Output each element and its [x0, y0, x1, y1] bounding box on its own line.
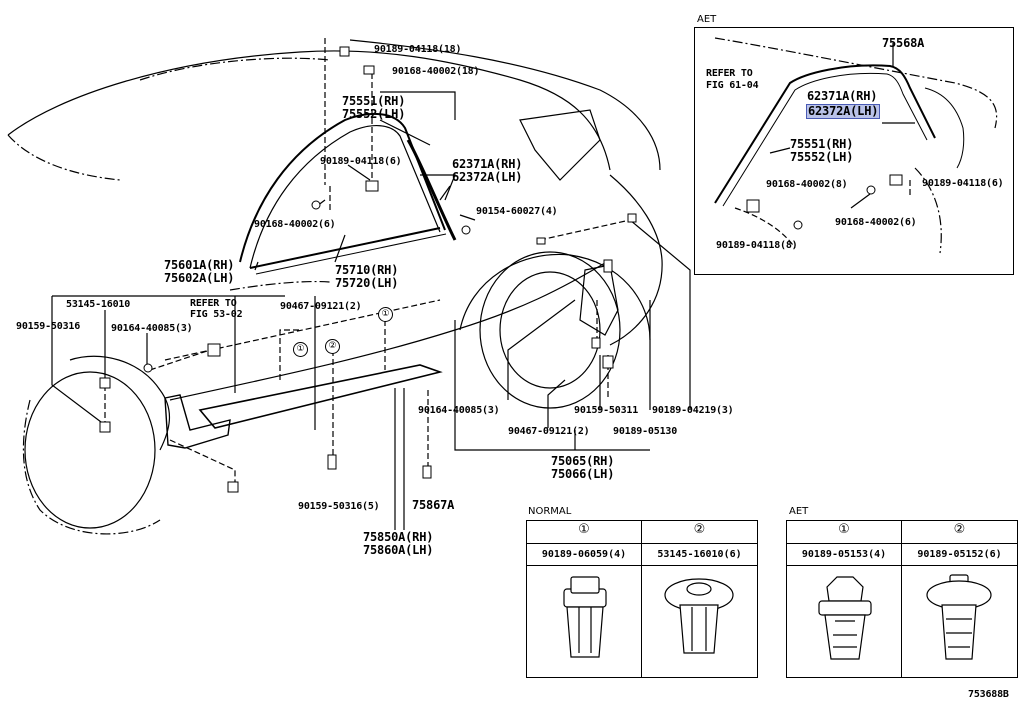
part-90154-60027-4: 90154-60027(4)	[476, 206, 558, 217]
part-90159-50316-5: 90159-50316(5)	[298, 501, 380, 512]
normal-col-1-number: ①	[578, 522, 590, 537]
part-75850a-rh: 75850A(RH)	[363, 530, 434, 544]
clip-icon	[926, 574, 992, 660]
clip-icon	[818, 576, 872, 660]
part-75065-rh: 75065(RH)	[551, 454, 615, 468]
normal-col-2-part: 53145-16010(6)	[657, 549, 742, 560]
aet-part-90189-04118-6: 90189-04118(6)	[922, 178, 1004, 189]
part-62372a-lh: 62372A(LH)	[452, 170, 523, 184]
callout-1-left: ①	[293, 342, 308, 357]
part-90467-09121-2-top: 90467-09121(2)	[280, 301, 362, 312]
part-75860a-lh: 75860A(LH)	[363, 543, 434, 557]
normal-fastener-table: ① 90189-06059(4) ② 53145-16010(6)	[526, 520, 758, 678]
part-90164-40085-3-right: 90164-40085(3)	[418, 405, 500, 416]
aet-part-90168-40002-6: 90168-40002(6)	[835, 217, 917, 228]
aet-part-62371a-rh: 62371A(RH)	[807, 89, 878, 103]
aet-col-2-number: ②	[953, 522, 966, 537]
aet-part-62372a-lh-highlighted[interactable]: 62372A(LH)	[806, 104, 881, 119]
part-90168-40002-6: 90168-40002(6)	[254, 219, 336, 230]
part-90189-04118-6: 90189-04118(6)	[320, 156, 402, 167]
aet-part-75568a: 75568A	[882, 36, 925, 50]
aet-inset-drawing	[714, 37, 998, 254]
aet-fastener-table: ① 90189-05153(4) ② 90189-05152(6)	[786, 520, 1018, 678]
aet-col-1-number: ①	[838, 522, 850, 537]
part-90164-40085-3-left: 90164-40085(3)	[111, 323, 193, 334]
aet-part-75552-lh: 75552(LH)	[790, 150, 854, 164]
part-90168-40002-18: 90168-40002(18)	[392, 66, 480, 77]
normal-col-1-part: 90189-06059(4)	[541, 549, 627, 560]
part-75066-lh: 75066(LH)	[551, 467, 615, 481]
aet-refer-line2[interactable]: FIG 61-04	[706, 80, 759, 91]
clip-icon	[664, 578, 734, 654]
refer-to-fig-53-02-line1[interactable]: REFER TO	[190, 298, 237, 309]
part-90189-05130: 90189-05130	[613, 426, 678, 437]
refer-to-fig-53-02-line2[interactable]: FIG 53-02	[190, 309, 243, 320]
aet-part-75551-rh: 75551(RH)	[790, 137, 854, 151]
aet-col-1: ① 90189-05153(4)	[787, 521, 902, 677]
aet-part-90168-40002-8: 90168-40002(8)	[766, 179, 848, 190]
callout-1-main: ①	[378, 307, 393, 322]
normal-col-2-number: ②	[693, 522, 706, 537]
part-90159-50316: 90159-50316	[16, 321, 81, 332]
aet-inset-title: AET	[697, 14, 717, 25]
callout-2-left: ②	[325, 339, 340, 354]
normal-col-1: ① 90189-06059(4)	[527, 521, 642, 677]
part-75710-rh: 75710(RH)	[335, 263, 399, 277]
part-90467-09121-2-bottom: 90467-09121(2)	[508, 426, 590, 437]
figure-id: 753688B	[968, 689, 1009, 700]
normal-col-2: ② 53145-16010(6)	[642, 521, 757, 677]
part-90159-50311: 90159-50311	[574, 405, 639, 416]
aet-col-2: ② 90189-05152(6)	[902, 521, 1017, 677]
part-90189-04118-18: 90189-04118(18)	[374, 44, 462, 55]
part-75551-rh: 75551(RH)	[342, 94, 406, 108]
aet-part-90189-04118-8: 90189-04118(8)	[716, 240, 798, 251]
aet-table-title: AET	[789, 506, 809, 517]
part-75867a: 75867A	[412, 498, 455, 512]
aet-col-1-part: 90189-05153(4)	[801, 549, 887, 560]
clip-icon	[563, 576, 607, 658]
aet-inset-panel	[694, 27, 1014, 275]
part-75601a-rh: 75601A(RH)	[164, 258, 235, 272]
part-62371a-rh: 62371A(RH)	[452, 157, 523, 171]
part-53145-16010: 53145-16010	[66, 299, 131, 310]
normal-table-title: NORMAL	[528, 506, 572, 517]
part-90189-04219-3: 90189-04219(3)	[652, 405, 734, 416]
part-75720-lh: 75720(LH)	[335, 276, 399, 290]
part-75552-lh: 75552(LH)	[342, 107, 406, 121]
aet-col-2-part: 90189-05152(6)	[917, 549, 1002, 560]
aet-refer-line1[interactable]: REFER TO	[706, 68, 753, 79]
part-75602a-lh: 75602A(LH)	[164, 271, 235, 285]
